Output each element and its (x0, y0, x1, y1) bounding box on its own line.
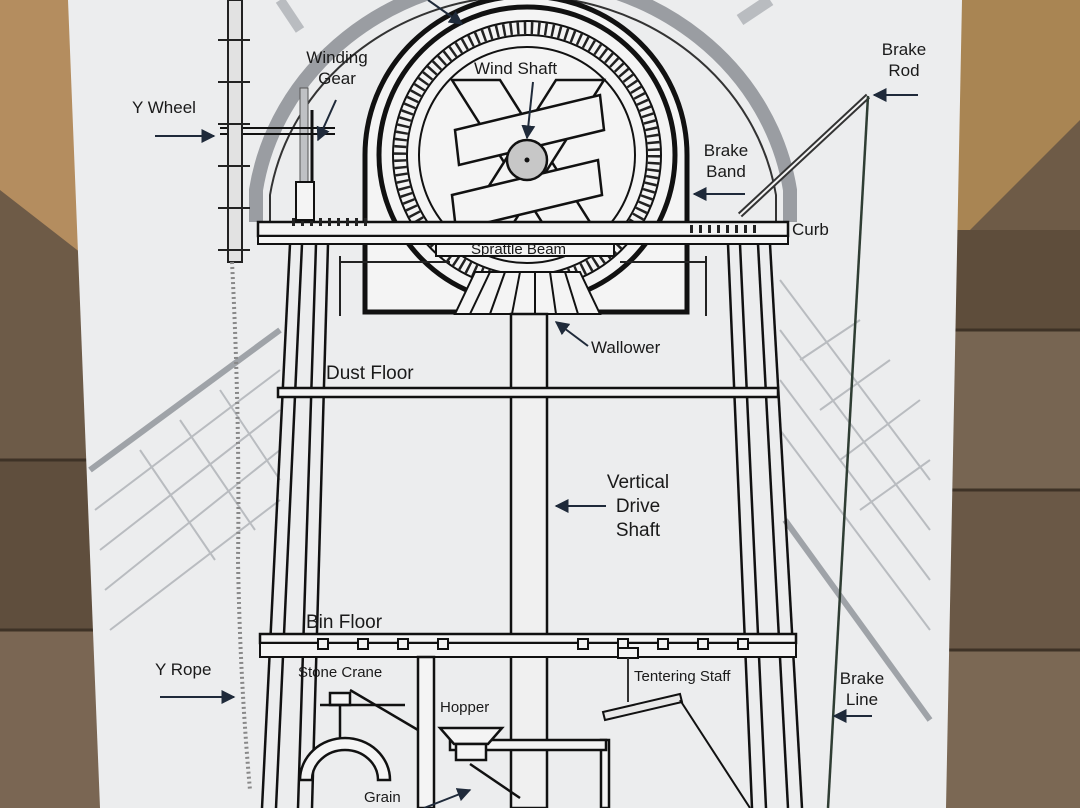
sprattle-beam-label: Sprattle Beam (471, 241, 567, 258)
hopper-label: Hopper (440, 699, 490, 716)
wind-shaft-label: Wind Shaft (474, 59, 558, 78)
vertical-drive-shaft-label: Vertical Drive Shaft (590, 471, 686, 542)
brake-band-label: Brake Band (692, 140, 760, 183)
brake-line-label-line2: Line (845, 690, 879, 710)
vertical-drive-shaft-label-line1: Vertical (606, 472, 670, 493)
vertical-drive-shaft-label-line2: Drive (615, 495, 661, 517)
brake-band-label-line2: Band (706, 162, 746, 182)
grain-label: Grain (364, 789, 401, 806)
brake-rod-label: Brake Rod (870, 39, 938, 82)
winding-gear-label-line2: Gear (318, 69, 356, 89)
dust-floor-label: Dust Floor (326, 363, 414, 384)
vertical-drive-shaft-label-line3: Shaft (615, 519, 661, 541)
brake-rod-label-line1: Brake (881, 40, 927, 59)
stone-crane-label: Stone Crane (298, 664, 383, 681)
brake-rod-label-line2: Rod (888, 61, 920, 81)
brake-line-label: Brake Line (828, 668, 896, 711)
bin-floor-label: Bin Floor (306, 612, 383, 633)
curb-label: Curb (792, 220, 829, 239)
wallower-label: Wallower (591, 338, 661, 357)
tentering-staff-label: Tentering Staff (634, 668, 731, 685)
winding-gear-label: Winding Gear (296, 47, 378, 90)
brake-band-label-line1: Brake (703, 141, 749, 160)
y-rope-label: Y Rope (155, 660, 212, 679)
brake-line-label-line1: Brake (839, 669, 885, 688)
leader-arrows (155, 0, 918, 808)
diagram-lines (88, 0, 933, 808)
y-wheel-label: Y Wheel (132, 98, 196, 117)
winding-gear-label-line1: Winding (306, 48, 368, 67)
